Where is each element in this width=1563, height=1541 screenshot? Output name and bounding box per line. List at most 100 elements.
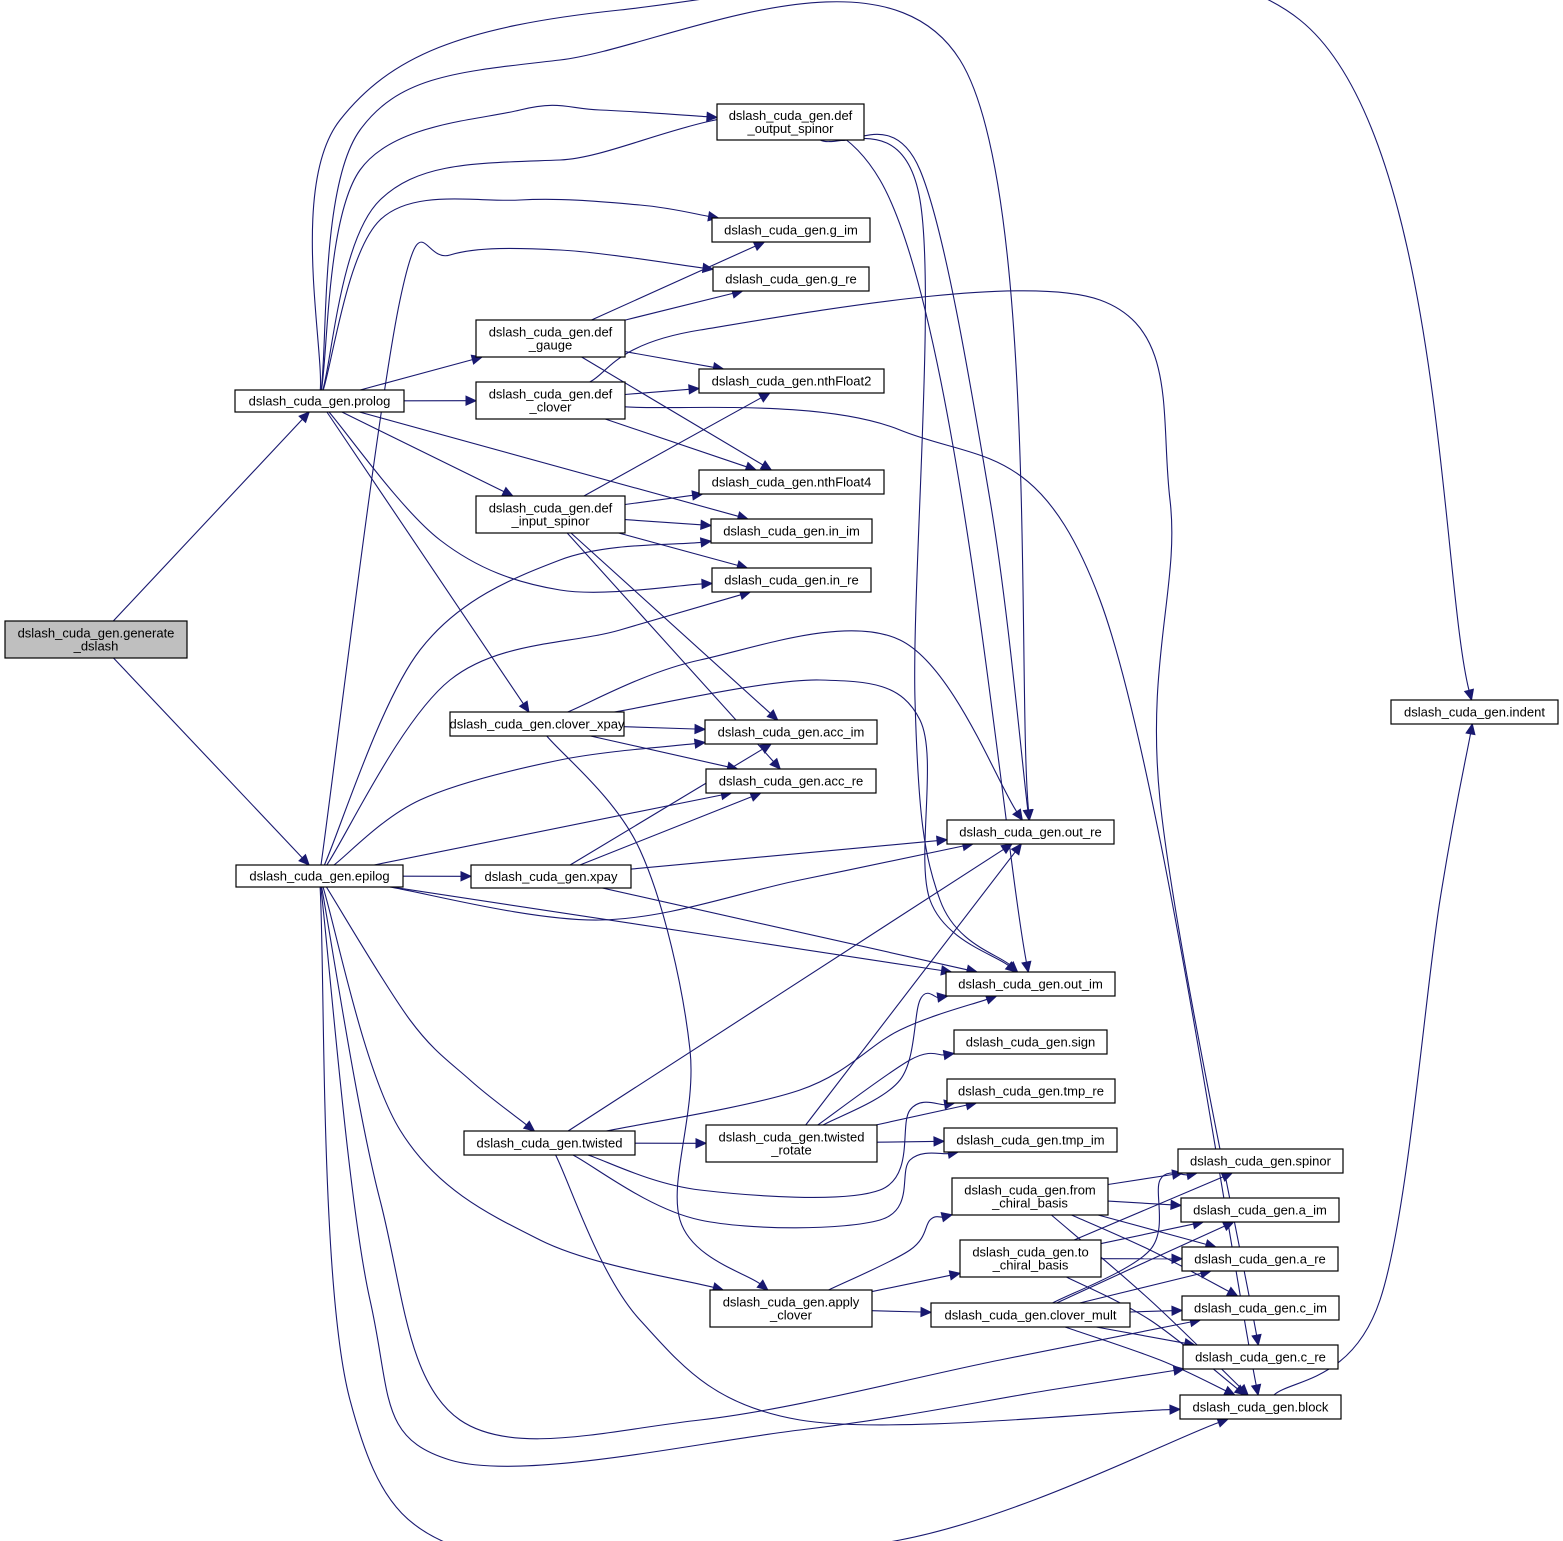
node-out-im[interactable]: dslash_cuda_gen.out_im <box>945 971 1116 997</box>
node-from-chiral-basis[interactable]: dslash_cuda_gen.from_chiral_basis <box>951 1177 1109 1216</box>
edge-line <box>1100 1223 1194 1245</box>
arrowhead-icon <box>1170 1199 1183 1211</box>
node-box[interactable] <box>698 469 885 495</box>
node-g-im[interactable]: dslash_cuda_gen.g_im <box>711 217 871 243</box>
node-box[interactable] <box>711 217 871 243</box>
edge-def_clover-to-c_re <box>589 290 1262 1347</box>
node-a-re[interactable]: dslash_cuda_gen.a_re <box>1181 1246 1339 1272</box>
edge-apply_clover-to-to_chiral_basis <box>871 1270 962 1293</box>
node-a-im[interactable]: dslash_cuda_gen.a_im <box>1180 1197 1340 1223</box>
arrowhead-icon <box>501 486 514 497</box>
node-box[interactable] <box>943 1127 1118 1153</box>
node-acc-im[interactable]: dslash_cuda_gen.acc_im <box>704 719 878 745</box>
node-tmp-im[interactable]: dslash_cuda_gen.tmp_im <box>943 1127 1118 1153</box>
node-twisted[interactable]: dslash_cuda_gen.twisted <box>463 1130 636 1156</box>
node-box[interactable] <box>463 1130 636 1156</box>
node-box[interactable] <box>705 1124 878 1163</box>
node-box[interactable] <box>475 495 626 534</box>
node-box[interactable] <box>4 620 188 659</box>
node-box[interactable] <box>951 1177 1109 1216</box>
edge-generate_dslash-to-prolog <box>112 411 311 622</box>
edge-line <box>360 359 473 391</box>
node-clover-xpay[interactable]: dslash_cuda_gen.clover_xpay <box>449 711 625 737</box>
node-box[interactable] <box>475 319 626 358</box>
node-box[interactable] <box>698 368 885 394</box>
node-label: dslash_cuda_gen.c_re <box>1195 1350 1326 1365</box>
node-box[interactable] <box>945 971 1116 997</box>
node-nthFloat4[interactable]: dslash_cuda_gen.nthFloat4 <box>698 469 885 495</box>
node-box[interactable] <box>1181 1295 1340 1321</box>
node-indent[interactable]: dslash_cuda_gen.indent <box>1390 699 1559 725</box>
node-nthFloat2[interactable]: dslash_cuda_gen.nthFloat2 <box>698 368 885 394</box>
node-prolog[interactable]: dslash_cuda_gen.prolog <box>234 389 405 413</box>
node-c-re[interactable]: dslash_cuda_gen.c_re <box>1182 1344 1339 1370</box>
node-spinor[interactable]: dslash_cuda_gen.spinor <box>1177 1148 1344 1174</box>
node-box[interactable] <box>709 1289 873 1328</box>
node-box[interactable] <box>1182 1344 1339 1370</box>
node-g-re[interactable]: dslash_cuda_gen.g_re <box>712 266 870 292</box>
node-box[interactable] <box>946 819 1115 845</box>
node-box[interactable] <box>946 1078 1116 1104</box>
node-box[interactable] <box>953 1029 1108 1055</box>
node-box[interactable] <box>1180 1197 1340 1223</box>
node-label: dslash_cuda_gen.indent <box>1404 705 1545 720</box>
edge-line <box>567 630 1018 813</box>
edge-line <box>1129 1310 1173 1313</box>
node-sign[interactable]: dslash_cuda_gen.sign <box>953 1029 1108 1055</box>
edge-apply_clover-to-from_chiral_basis <box>828 1212 954 1291</box>
node-tmp-re[interactable]: dslash_cuda_gen.tmp_re <box>946 1078 1116 1104</box>
node-box[interactable] <box>1181 1246 1339 1272</box>
arrowhead-icon <box>1012 808 1023 822</box>
arrowhead-icon <box>769 757 782 770</box>
node-apply-clover[interactable]: dslash_cuda_gen.apply_clover <box>709 1289 873 1328</box>
arrowhead-icon <box>936 835 949 847</box>
edge-line <box>326 411 524 705</box>
edge-line <box>602 887 968 971</box>
node-def-input-spinor[interactable]: dslash_cuda_gen.def_input_spinor <box>475 495 626 534</box>
node-in-im[interactable]: dslash_cuda_gen.in_im <box>710 518 873 544</box>
node-box[interactable] <box>449 711 625 737</box>
node-box[interactable] <box>1177 1148 1344 1174</box>
node-box[interactable] <box>235 864 404 888</box>
edge-generate_dslash-to-epilog <box>113 657 310 866</box>
node-box[interactable] <box>710 518 873 544</box>
node-def-clover[interactable]: dslash_cuda_gen.def_clover <box>475 381 626 420</box>
arrowhead-icon <box>298 411 311 424</box>
node-label: _clover <box>769 1308 813 1323</box>
node-epilog[interactable]: dslash_cuda_gen.epilog <box>235 864 404 888</box>
node-box[interactable] <box>1179 1394 1342 1420</box>
node-box[interactable] <box>711 567 872 593</box>
node-label: dslash_cuda_gen.def <box>489 325 613 340</box>
node-c-im[interactable]: dslash_cuda_gen.c_im <box>1181 1295 1340 1321</box>
node-def-gauge[interactable]: dslash_cuda_gen.def_gauge <box>475 319 626 358</box>
node-clover-mult[interactable]: dslash_cuda_gen.clover_mult <box>930 1302 1131 1328</box>
node-box[interactable] <box>705 768 877 794</box>
node-box[interactable] <box>475 381 626 420</box>
node-xpay[interactable]: dslash_cuda_gen.xpay <box>470 864 632 889</box>
node-block[interactable]: dslash_cuda_gen.block <box>1179 1394 1342 1420</box>
node-acc-re[interactable]: dslash_cuda_gen.acc_re <box>705 768 877 794</box>
edge-from_chiral_basis-to-spinor <box>1107 1169 1184 1186</box>
node-to-chiral-basis[interactable]: dslash_cuda_gen.to_chiral_basis <box>959 1239 1102 1278</box>
node-generate-dslash[interactable]: dslash_cuda_gen.generate_dslash <box>4 620 188 659</box>
node-box[interactable] <box>234 389 405 413</box>
node-def-output-spinor[interactable]: dslash_cuda_gen.def_output_spinor <box>716 103 865 141</box>
edge-prolog-to-out_re <box>320 1 1034 822</box>
node-box[interactable] <box>470 864 632 889</box>
arrowhead-icon <box>1004 961 1018 973</box>
node-in-re[interactable]: dslash_cuda_gen.in_re <box>711 567 872 593</box>
node-box[interactable] <box>704 719 878 745</box>
edge-clover_xpay-to-out_im <box>614 679 1018 973</box>
node-box[interactable] <box>716 103 865 141</box>
node-twisted-rotate[interactable]: dslash_cuda_gen.twisted_rotate <box>705 1124 878 1163</box>
node-label: dslash_cuda_gen.acc_re <box>719 774 864 789</box>
arrowhead-icon <box>1220 1172 1234 1182</box>
node-box[interactable] <box>959 1239 1102 1278</box>
node-box[interactable] <box>712 266 870 292</box>
edge-twisted_rotate-to-tmp_re <box>875 1100 978 1126</box>
node-out-re[interactable]: dslash_cuda_gen.out_re <box>946 819 1115 845</box>
arrowhead-icon <box>465 395 478 406</box>
node-label: dslash_cuda_gen.apply <box>723 1295 860 1310</box>
node-box[interactable] <box>930 1302 1131 1328</box>
node-box[interactable] <box>1390 699 1559 725</box>
